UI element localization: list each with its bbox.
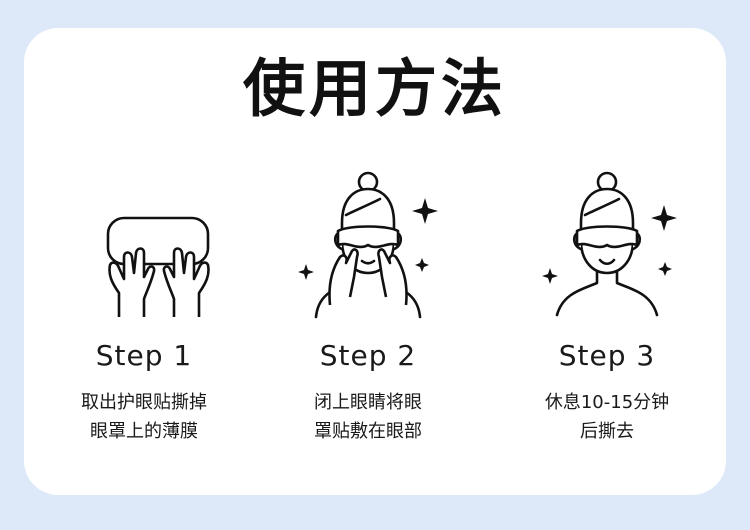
hands-holding-eye-mask-icon	[106, 216, 210, 317]
person-wearing-eye-mask-icon	[542, 171, 677, 317]
step-2: Step 2 闭上眼睛将眼 罩贴敷在眼部	[263, 165, 473, 446]
step-label: Step 1	[95, 339, 193, 372]
step-label: Step 3	[558, 339, 656, 372]
step-label: Step 2	[319, 339, 417, 372]
step-description: 闭上眼睛将眼 罩贴敷在眼部	[314, 392, 422, 442]
step-description: 取出护眼贴撕掉 眼罩上的薄膜	[81, 392, 207, 442]
step-description: 休息10-15分钟 后撕去	[544, 392, 670, 442]
step-3: Step 3 休息10-15分钟 后撕去	[502, 165, 712, 446]
step-1: Step 1 取出护眼贴撕掉 眼罩上的薄膜	[39, 165, 249, 446]
person-applying-eye-mask-icon	[298, 171, 438, 319]
page-title: 使用方法	[242, 52, 507, 125]
